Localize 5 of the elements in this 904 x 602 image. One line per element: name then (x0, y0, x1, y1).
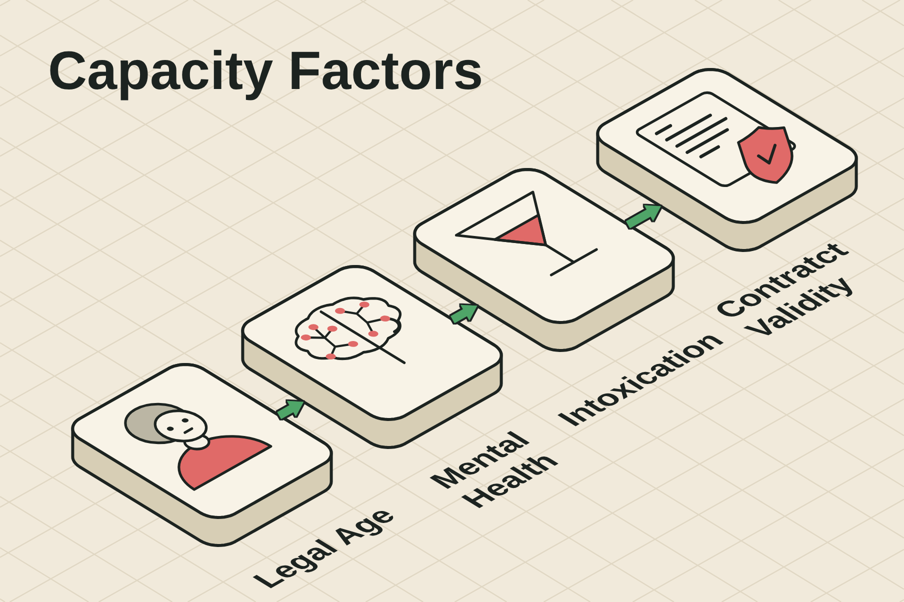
arrow (450, 302, 480, 324)
title: Capacity Factors (48, 44, 484, 98)
arrow (277, 398, 306, 420)
arrow (626, 202, 663, 228)
tile-caption: Legal Age (244, 502, 404, 594)
